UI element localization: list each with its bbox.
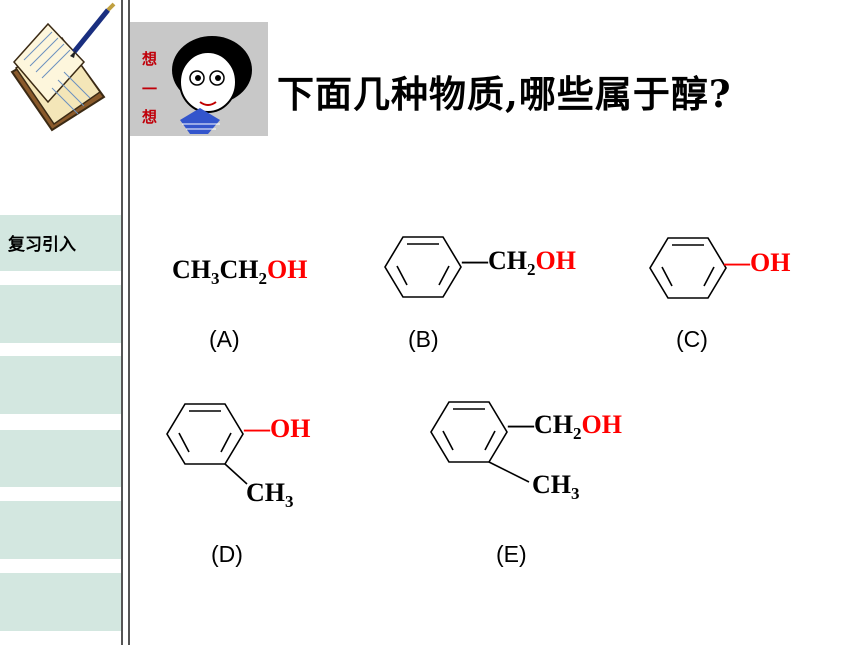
- benzene-ring: [430, 401, 530, 483]
- think-badge: 想 一 想: [130, 22, 268, 136]
- sidebar-item[interactable]: [0, 501, 121, 559]
- sidebar-item-review[interactable]: 复习引入: [0, 215, 121, 271]
- group-e: —CH2OH: [508, 410, 622, 443]
- caption-b: (B): [408, 326, 439, 352]
- group-d: —OH: [244, 414, 311, 443]
- svg-text:一: 一: [142, 80, 157, 98]
- sidebar-item[interactable]: [0, 573, 121, 631]
- divider-line: [121, 0, 123, 645]
- caption-a: (A): [209, 326, 240, 352]
- page-title: 下面几种物质,哪些属于醇?: [277, 72, 732, 116]
- benzene-ring: [384, 236, 462, 298]
- group-b: —CH2OH: [462, 246, 576, 279]
- methyl-d: CH3: [246, 478, 294, 511]
- caption-d: (D): [211, 541, 243, 567]
- sidebar-item-label: 复习引入: [8, 235, 76, 255]
- notebook-icon: [10, 2, 116, 132]
- methyl-e: CH3: [532, 470, 580, 503]
- formula-a: CH3CH2OH: [172, 255, 308, 288]
- caption-e: (E): [496, 541, 527, 567]
- thinking-boy-icon: 想 一 想: [141, 36, 252, 134]
- group-c: —OH: [724, 248, 791, 277]
- caption-c: (C): [676, 326, 708, 352]
- svg-text:想: 想: [141, 108, 157, 126]
- sidebar-item[interactable]: [0, 430, 121, 487]
- svg-text:想: 想: [141, 50, 157, 68]
- sidebar-item[interactable]: [0, 356, 121, 414]
- benzene-ring: [166, 403, 248, 485]
- divider-line: [128, 0, 130, 645]
- sidebar-item[interactable]: [0, 285, 121, 343]
- benzene-ring: [649, 237, 727, 299]
